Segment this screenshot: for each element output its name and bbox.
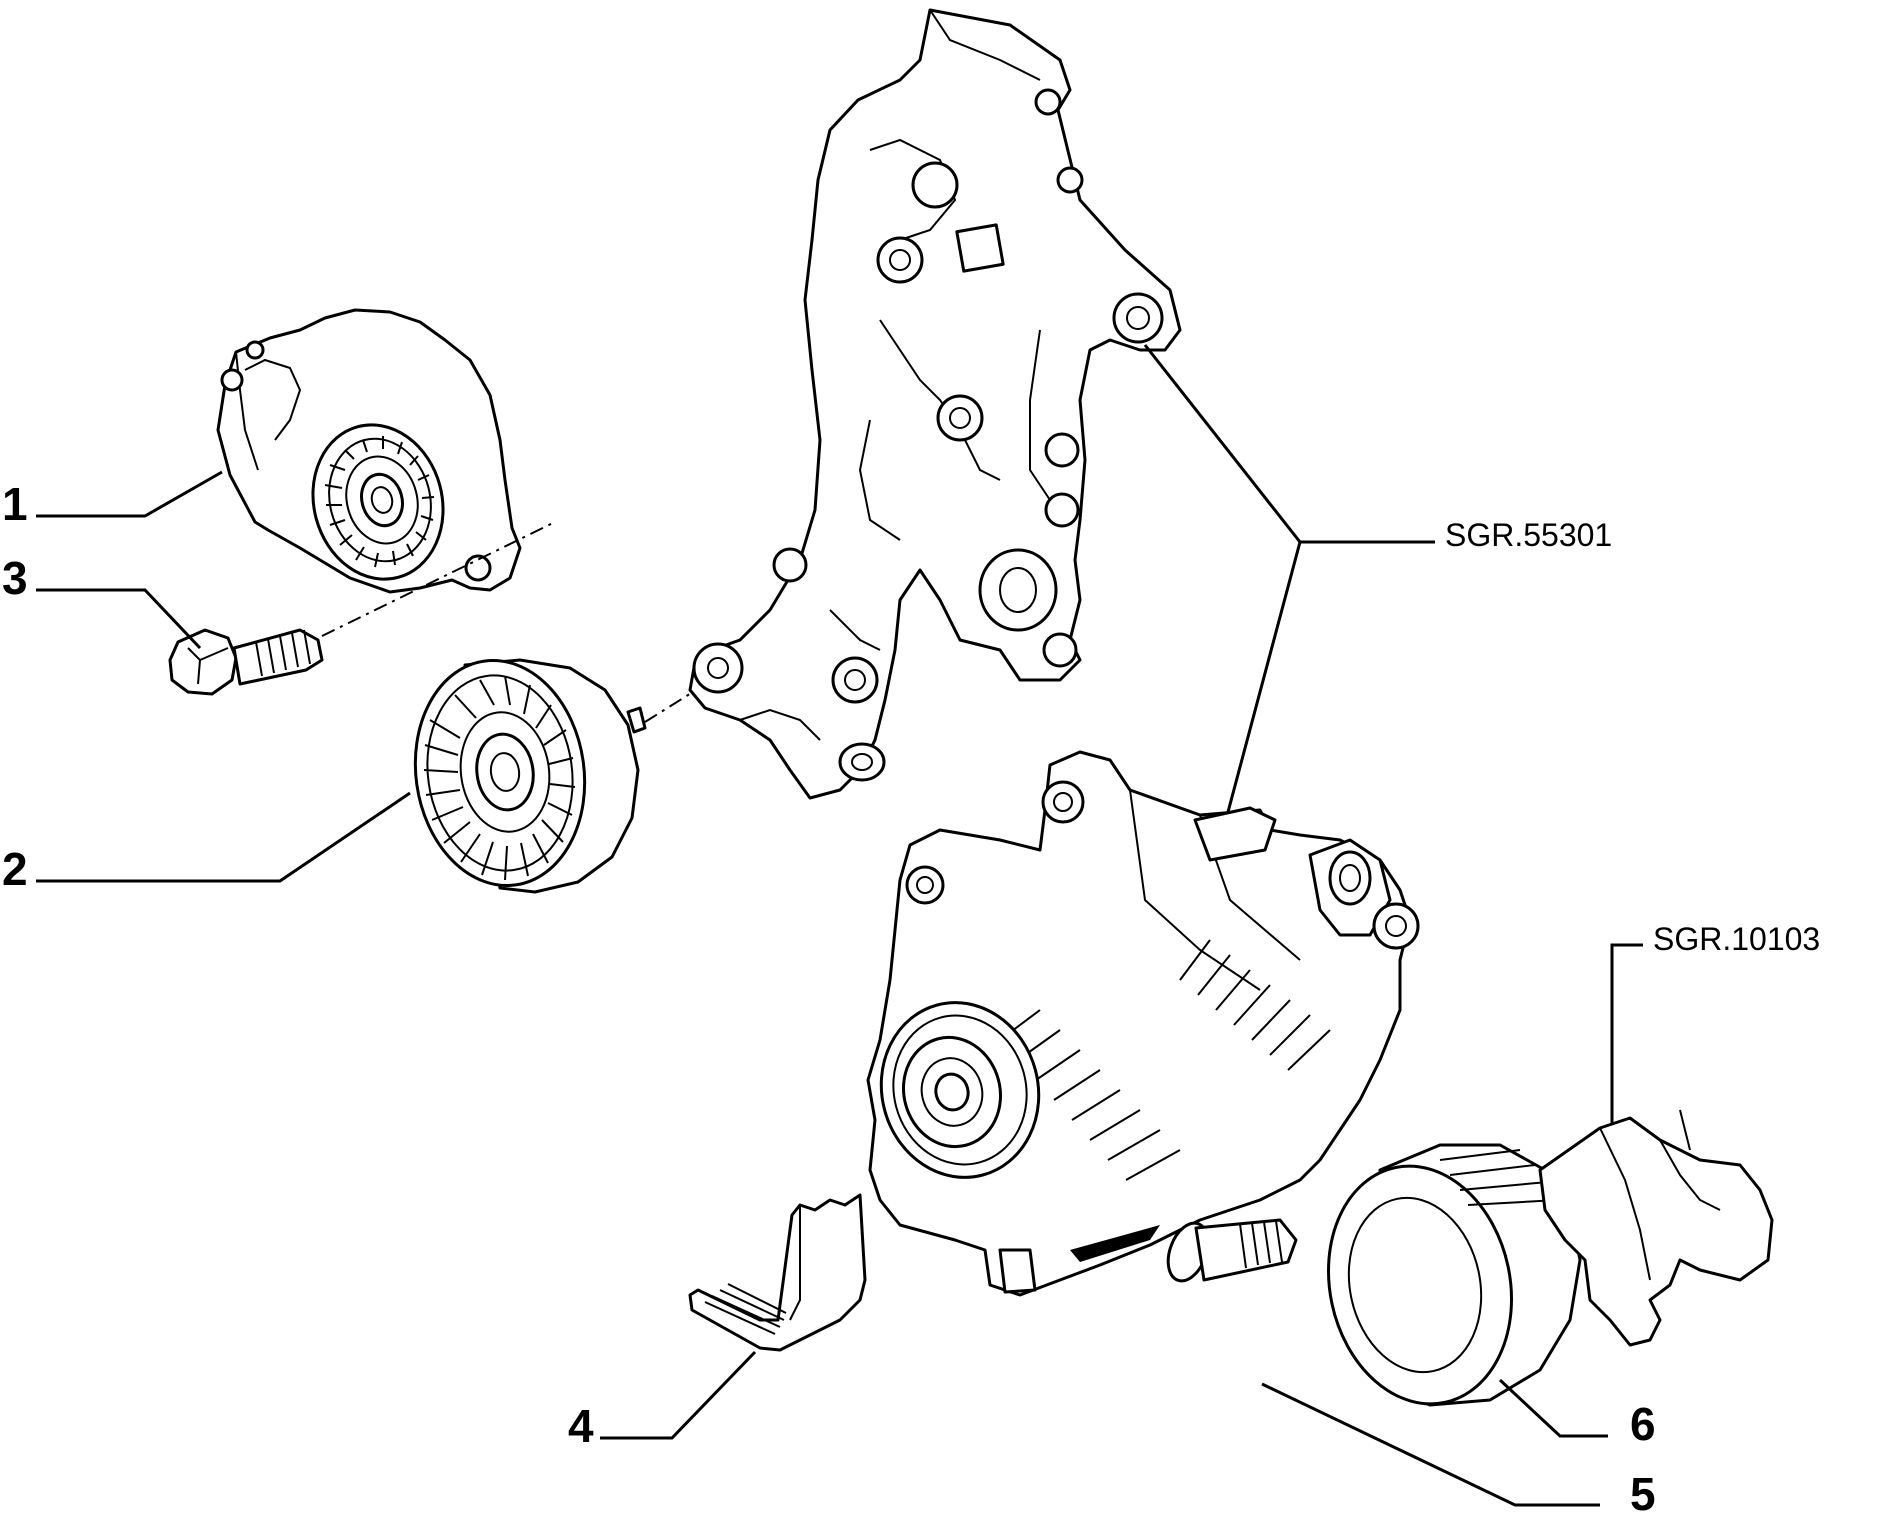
reference-bracket: SGR.55301	[1445, 517, 1612, 553]
drive-belt	[688, 1193, 867, 1352]
tensioner-bolt	[168, 628, 324, 696]
pulley-cover	[1538, 1109, 1774, 1347]
axis-line	[321, 521, 556, 637]
callout-6: 6	[1630, 1398, 1656, 1450]
alternator-pulley	[1326, 1143, 1582, 1407]
alternator	[866, 750, 1420, 1297]
idler-pulley	[413, 658, 647, 894]
leader-lines	[36, 344, 1643, 1507]
pulley-bolt	[1166, 1218, 1298, 1283]
callout-3: 3	[2, 552, 28, 604]
callout-4: 4	[568, 1400, 594, 1452]
reference-cover: SGR.10103	[1653, 921, 1820, 957]
callout-2: 2	[2, 843, 28, 895]
callout-5: 5	[1630, 1468, 1656, 1520]
callout-1: 1	[2, 478, 28, 530]
mounting-bracket	[688, 8, 1182, 800]
tensioner-assembly	[216, 308, 522, 594]
